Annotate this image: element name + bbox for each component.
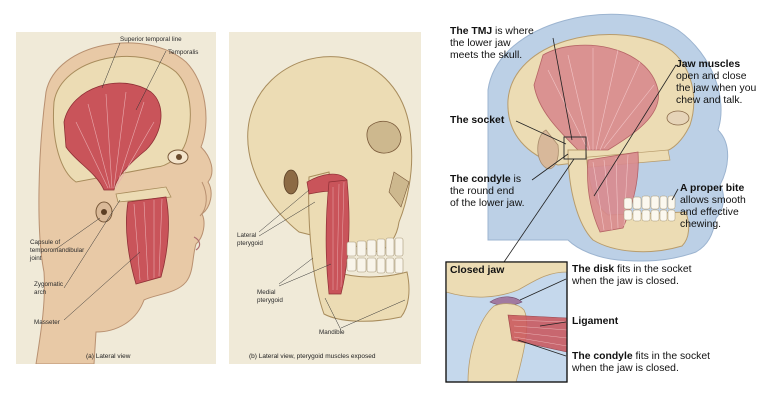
label-zygomatic-2: arch bbox=[34, 289, 47, 296]
disk-rest: fits in the socket bbox=[614, 264, 692, 275]
tmj-rest: is where bbox=[492, 26, 534, 37]
condyle2-annotation: The condyle fits in the socket when the … bbox=[572, 351, 710, 375]
disk-line2: when the jaw is closed. bbox=[572, 276, 679, 287]
jaw-muscles-line4: chew and talk. bbox=[676, 95, 743, 106]
condyle-line3: of the lower jaw. bbox=[450, 198, 525, 209]
condyle2-rest: fits in the socket bbox=[632, 351, 711, 362]
panel-lateral-view: Superior temporal line Temporalis Capsul… bbox=[16, 32, 216, 364]
skull-bone bbox=[247, 56, 413, 253]
jaw-muscles-annotation: Jaw muscles open and close the jaw when … bbox=[676, 59, 756, 107]
caption-lateral-view: (a) Lateral view bbox=[86, 353, 131, 360]
disk-bold: The disk bbox=[572, 264, 615, 275]
bite-bold: A proper bite bbox=[680, 183, 745, 194]
jaw-muscles-line2: open and close bbox=[676, 71, 747, 82]
teeth bbox=[346, 237, 404, 274]
condyle2-bold: The condyle bbox=[572, 351, 633, 362]
ear bbox=[537, 129, 559, 170]
ligament-annotation: Ligament bbox=[572, 316, 619, 327]
jaw-temporalis-muscle bbox=[533, 44, 659, 151]
condyle-annotation: The condyle is the round end of the lowe… bbox=[450, 174, 525, 210]
jaw-muscles-bold: Jaw muscles bbox=[676, 59, 741, 70]
label-medial-2: pterygoid bbox=[257, 297, 283, 304]
jaw-muscles-line3: the jaw when you bbox=[676, 83, 757, 94]
panel-tmj-overview: The TMJ is where the lower jaw meets the… bbox=[428, 0, 767, 400]
closed-jaw-inset bbox=[445, 261, 568, 383]
bite-line2: allows smooth bbox=[680, 195, 746, 206]
label-mandible: Mandible bbox=[319, 329, 345, 336]
orbit bbox=[366, 120, 402, 154]
pterygoid-illustration: Lateral pterygoid Medial pterygoid Mandi… bbox=[237, 56, 413, 360]
temporalis-fibers bbox=[75, 91, 155, 189]
teeth bbox=[623, 195, 676, 222]
tmj-annotation: The TMJ is where the lower jaw meets the… bbox=[450, 26, 534, 62]
tmj-highlight-box bbox=[563, 136, 587, 160]
label-masseter: Masseter bbox=[34, 319, 60, 326]
lateral-leader-lines bbox=[55, 42, 167, 321]
tmj-illustration bbox=[445, 13, 729, 383]
tmj-line3: meets the skull. bbox=[450, 50, 523, 61]
condyle-bold: The condyle bbox=[450, 174, 511, 185]
caption-pterygoid-view: (b) Lateral view, pterygoid muscles expo… bbox=[249, 353, 376, 360]
inset-ligament-fibers bbox=[511, 319, 568, 347]
pterygoid-leader-lines bbox=[258, 189, 406, 331]
label-capsule-3: joint bbox=[29, 255, 42, 262]
tmj-leader-lines bbox=[503, 37, 679, 263]
bite-annotation: A proper bite allows smooth and effectiv… bbox=[680, 183, 746, 231]
masseter-fibers bbox=[133, 198, 163, 281]
pterygoid-fibers bbox=[332, 181, 345, 291]
label-zygomatic-1: Zygomatic bbox=[34, 281, 63, 288]
ear-canal bbox=[283, 169, 299, 195]
label-capsule-1: Capsule of bbox=[30, 239, 60, 246]
tmj-bold: The TMJ bbox=[450, 26, 493, 37]
masseter-muscle bbox=[126, 196, 169, 285]
tmj-line2: the lower jaw bbox=[450, 38, 511, 49]
disk-annotation: The disk fits in the socket when the jaw… bbox=[572, 264, 692, 288]
inset-title: Closed jaw bbox=[450, 265, 505, 276]
bite-line4: chewing. bbox=[680, 219, 722, 230]
label-superior-temporal-line: Superior temporal line bbox=[120, 36, 182, 43]
condyle-line2: the round end bbox=[450, 186, 515, 197]
condyle-rest: is bbox=[510, 174, 522, 185]
bite-line3: and effective bbox=[680, 207, 739, 218]
label-medial-1: Medial bbox=[257, 289, 276, 296]
panel-pterygoid-view: Lateral pterygoid Medial pterygoid Mandi… bbox=[229, 32, 421, 364]
label-temporalis: Temporalis bbox=[168, 49, 198, 56]
condyle2-line2: when the jaw is closed. bbox=[572, 363, 679, 374]
socket-annotation: The socket bbox=[450, 115, 505, 126]
temporalis-muscle bbox=[63, 82, 162, 191]
label-lateral-2: pterygoid bbox=[237, 240, 263, 247]
eye bbox=[666, 110, 690, 126]
label-capsule-2: temporomandibular bbox=[30, 247, 84, 254]
label-lateral-1: Lateral bbox=[237, 232, 256, 239]
lateral-view-illustration: Superior temporal line Temporalis Capsul… bbox=[29, 36, 213, 364]
